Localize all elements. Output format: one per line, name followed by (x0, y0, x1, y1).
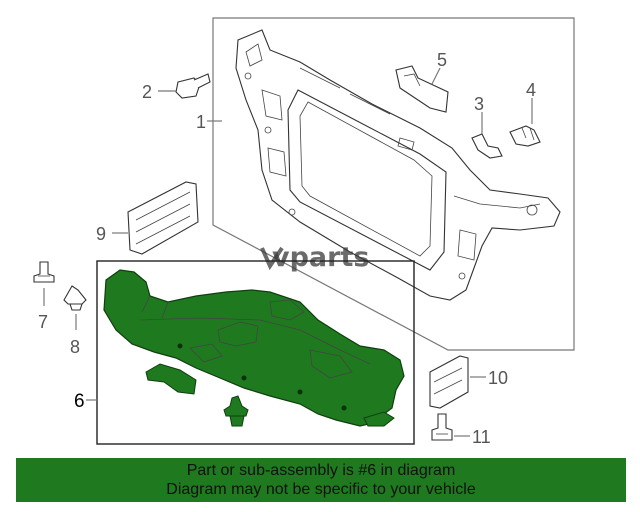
callout-5-leader (431, 67, 441, 85)
callout-10-label: 10 (488, 368, 508, 388)
callout-11-label: 11 (472, 427, 491, 447)
callout-7-label: 7 (38, 312, 48, 332)
callout-4-label: 4 (526, 80, 536, 100)
callout-1-label: 1 (196, 112, 206, 132)
clip-3-part (471, 133, 503, 159)
banner-line-2: Diagram may not be specific to your vehi… (166, 481, 476, 498)
banner-line-1: Part or sub-assembly is #6 in diagram (186, 462, 456, 479)
callout-5-label: 5 (437, 50, 447, 70)
svg-text:vparts: vparts (272, 242, 369, 273)
screw-7-part (33, 261, 55, 283)
bolt-4-part (509, 125, 541, 147)
callout-9-label: 9 (96, 224, 106, 244)
under-cover-6-part (103, 269, 405, 427)
duct-9-part (127, 181, 199, 255)
callout-3-label: 3 (474, 94, 484, 114)
radiator-support-box (212, 17, 575, 351)
under-cover-clip-part (223, 395, 249, 427)
bolt-2-part (175, 73, 211, 99)
callout-8-label: 8 (70, 337, 80, 357)
info-banner: Part or sub-assembly is #6 in diagram Di… (16, 458, 626, 502)
under-cover-bracket-part (145, 363, 197, 395)
screw-11-part (431, 413, 453, 441)
bracket-5-part (395, 65, 449, 113)
duct-10-part (429, 355, 469, 409)
callout-2-label: 2 (142, 82, 152, 102)
callout-6-label: 6 (74, 391, 85, 412)
radiator-support-part (235, 29, 561, 301)
parts-diagram: 1 2 5 3 4 9 vparts 7 (33, 17, 575, 447)
clip-8-part (63, 285, 87, 311)
assembly-6-box (96, 260, 415, 445)
vparts-watermark: vparts (260, 242, 369, 273)
